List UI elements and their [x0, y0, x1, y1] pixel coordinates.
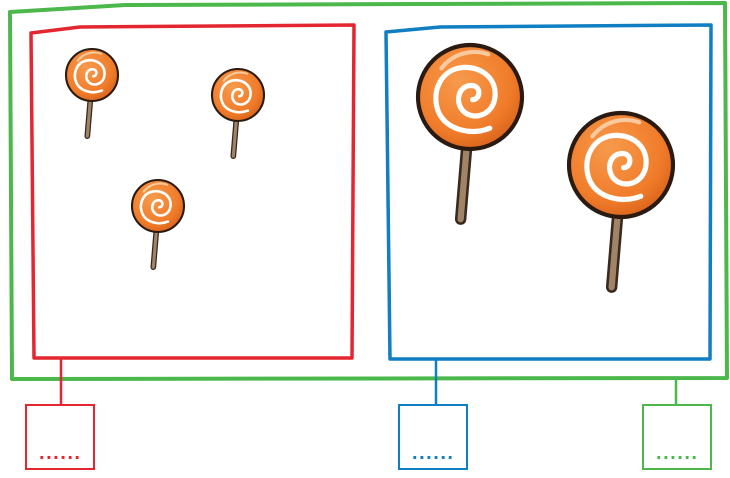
total-answer-box[interactable]: ...... — [642, 404, 712, 470]
right-answer-box[interactable]: ...... — [398, 404, 468, 470]
total-answer-placeholder: ...... — [656, 446, 698, 462]
left-answer-placeholder: ...... — [39, 446, 81, 462]
total-answer-box-shadow — [640, 410, 710, 476]
right-answer-box-shadow — [396, 410, 466, 476]
left-answer-box-shadow — [23, 410, 93, 476]
left-answer-box[interactable]: ...... — [25, 404, 95, 470]
right-answer-placeholder: ...... — [412, 446, 454, 462]
